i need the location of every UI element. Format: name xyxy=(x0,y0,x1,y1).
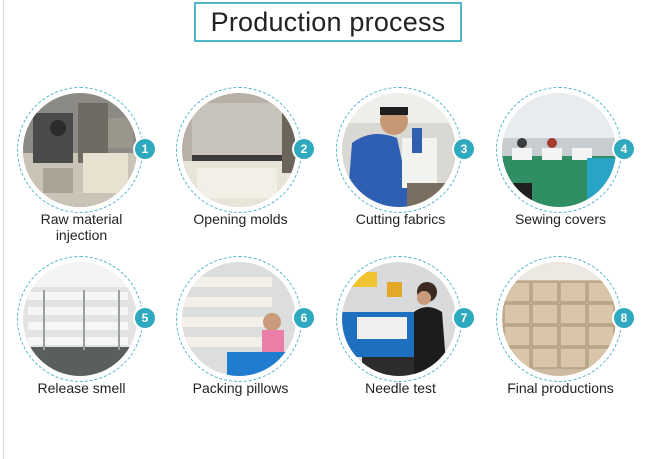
page-left-border xyxy=(3,0,4,459)
step-label: Raw material injection xyxy=(40,211,123,243)
process-step-1: 1 Raw material injection xyxy=(9,87,169,267)
step-number-badge: 2 xyxy=(294,139,314,159)
injection-machine-photo xyxy=(23,93,137,207)
process-step-3: 3 Cutting fabrics xyxy=(328,87,488,267)
step-label: Cutting fabrics xyxy=(355,211,446,227)
process-step-2: 2 Opening molds xyxy=(168,87,328,267)
cutting-worker-photo xyxy=(342,93,456,207)
step-number-badge: 3 xyxy=(454,139,474,159)
process-step-8: 8 Final productions xyxy=(488,256,648,436)
step-number-badge: 6 xyxy=(294,308,314,328)
process-step-5: 5 Release smell xyxy=(9,256,169,436)
step-label: Needle test xyxy=(365,380,436,396)
step-number-badge: 5 xyxy=(135,308,155,328)
step-label: Packing pillows xyxy=(192,380,289,396)
step-label: Opening molds xyxy=(193,211,288,227)
step-label: Sewing covers xyxy=(514,211,607,227)
step-number-badge: 4 xyxy=(614,139,634,159)
carton-boxes-photo xyxy=(502,262,616,376)
mold-photo xyxy=(182,93,296,207)
step-label: Release smell xyxy=(37,380,126,396)
step-number-badge: 7 xyxy=(454,308,474,328)
process-step-4: 4 Sewing covers xyxy=(488,87,648,267)
process-step-7: 7 Needle test xyxy=(328,256,488,436)
step-number-badge: 1 xyxy=(135,139,155,159)
page-title: Production process xyxy=(194,2,462,42)
process-step-6: 6 Packing pillows xyxy=(168,256,328,436)
packing-worker-photo xyxy=(182,262,296,376)
storage-racks-photo xyxy=(23,262,137,376)
needle-detector-photo xyxy=(342,262,456,376)
step-number-badge: 8 xyxy=(614,308,634,328)
sewing-workshop-photo xyxy=(502,93,616,207)
step-label: Final productions xyxy=(507,380,614,396)
